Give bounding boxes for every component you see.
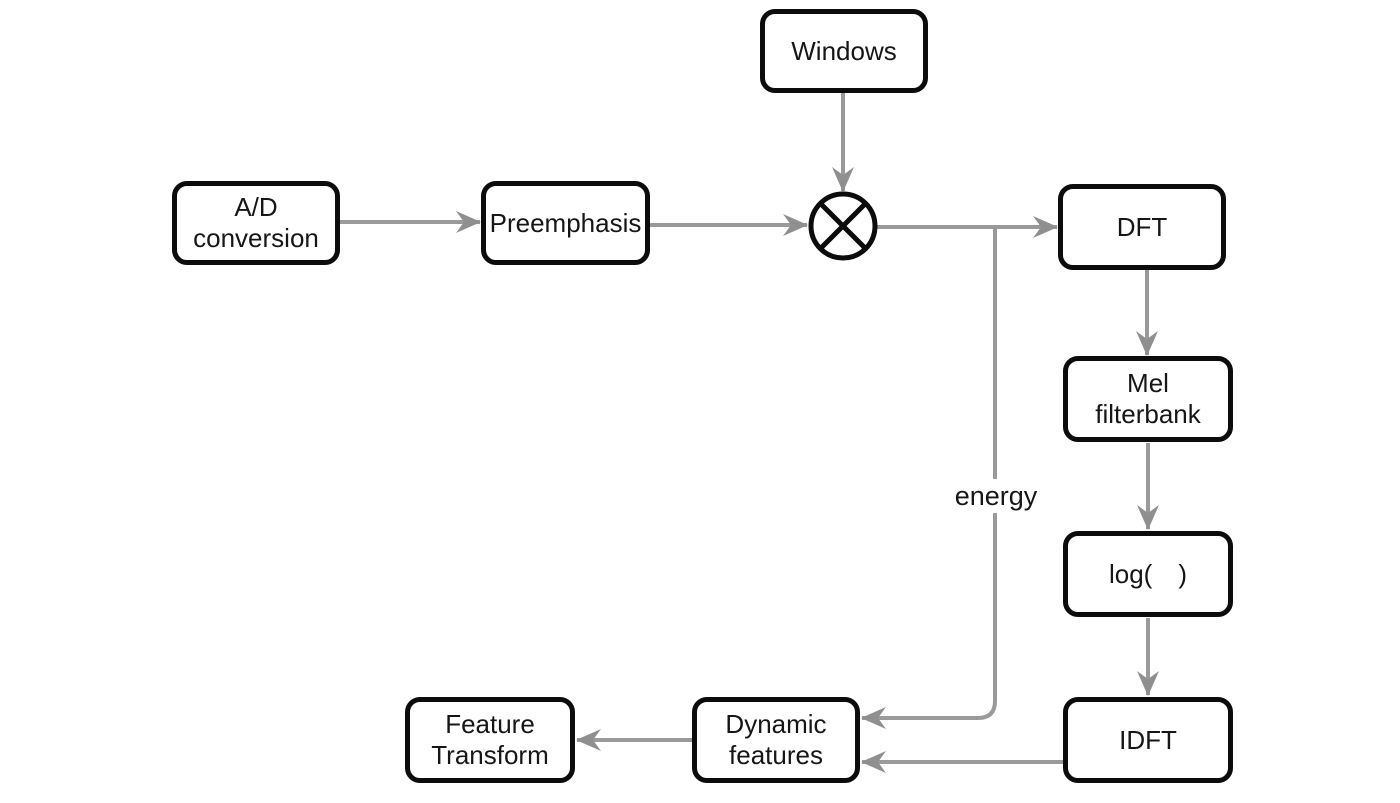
dft-label: DFT [1116, 211, 1168, 242]
ad-conversion-label: A/D conversion [193, 192, 319, 253]
dynamic-features-label: Dynamic features [725, 709, 827, 770]
node-ad-conversion: A/D conversion [172, 181, 340, 265]
preemphasis-label: Preemphasis [489, 207, 642, 238]
node-log: log( ) [1063, 531, 1233, 617]
node-preemphasis: Preemphasis [481, 181, 650, 265]
node-windows: Windows [760, 9, 928, 93]
feature-transform-label: Feature Transform [431, 709, 549, 770]
log-label: log( ) [1108, 558, 1187, 589]
node-idft: IDFT [1063, 697, 1233, 783]
windows-label: Windows [791, 35, 897, 66]
node-dft: DFT [1058, 184, 1226, 270]
node-dynamic-features: Dynamic features [692, 697, 860, 783]
arrow-energy-to-dynamic-features [861, 227, 997, 729]
node-feature-transform: Feature Transform [405, 697, 575, 783]
circled-times-multiply-icon [808, 191, 878, 261]
edge-label-energy: energy [948, 479, 1044, 513]
mel-filterbank-label: Mel filterbank [1095, 368, 1201, 429]
node-mel-filterbank: Mel filterbank [1063, 356, 1233, 442]
idft-label: IDFT [1119, 724, 1177, 755]
